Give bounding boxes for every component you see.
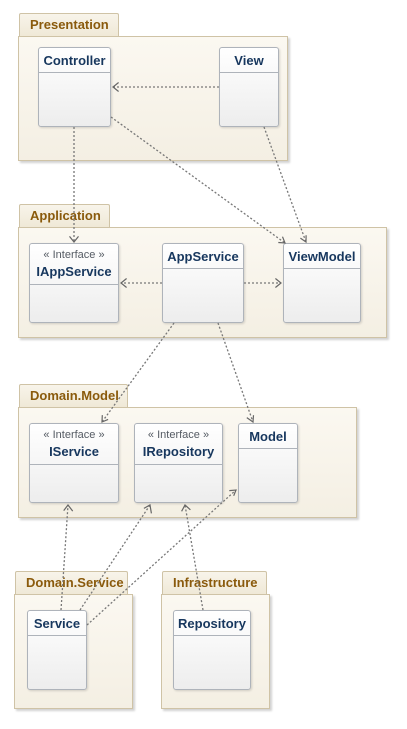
class-name-service: Service bbox=[33, 616, 81, 631]
class-irepository[interactable]: « Interface » IRepository bbox=[134, 423, 223, 503]
class-repository[interactable]: Repository bbox=[173, 610, 251, 690]
class-controller[interactable]: Controller bbox=[38, 47, 111, 127]
stereotype-iservice: « Interface » bbox=[43, 429, 105, 441]
class-view[interactable]: View bbox=[219, 47, 279, 127]
class-iservice[interactable]: « Interface » IService bbox=[29, 423, 119, 503]
package-tab-application[interactable]: Application bbox=[19, 204, 110, 228]
package-tab-infrastructure[interactable]: Infrastructure bbox=[162, 571, 267, 595]
package-tab-domain-service[interactable]: Domain.Service bbox=[15, 571, 128, 595]
class-iappservice[interactable]: « Interface » IAppService bbox=[29, 243, 119, 323]
package-tab-domain-model[interactable]: Domain.Model bbox=[19, 384, 128, 408]
class-name-irepository: IRepository bbox=[142, 444, 215, 459]
class-name-appservice: AppService bbox=[167, 249, 239, 264]
class-service[interactable]: Service bbox=[27, 610, 87, 690]
class-name-iappservice: IAppService bbox=[36, 264, 112, 279]
stereotype-irepository: « Interface » bbox=[147, 429, 210, 441]
class-model[interactable]: Model bbox=[238, 423, 298, 503]
class-name-view: View bbox=[234, 53, 264, 68]
class-viewmodel[interactable]: ViewModel bbox=[283, 243, 361, 323]
class-name-iservice: IService bbox=[49, 444, 99, 459]
class-name-viewmodel: ViewModel bbox=[288, 249, 356, 264]
stereotype-iappservice: « Interface » bbox=[43, 249, 105, 261]
class-name-controller: Controller bbox=[43, 53, 106, 68]
class-name-model: Model bbox=[249, 429, 287, 444]
class-appservice[interactable]: AppService bbox=[162, 243, 244, 323]
package-tab-presentation[interactable]: Presentation bbox=[19, 13, 119, 37]
class-name-repository: Repository bbox=[178, 616, 246, 631]
